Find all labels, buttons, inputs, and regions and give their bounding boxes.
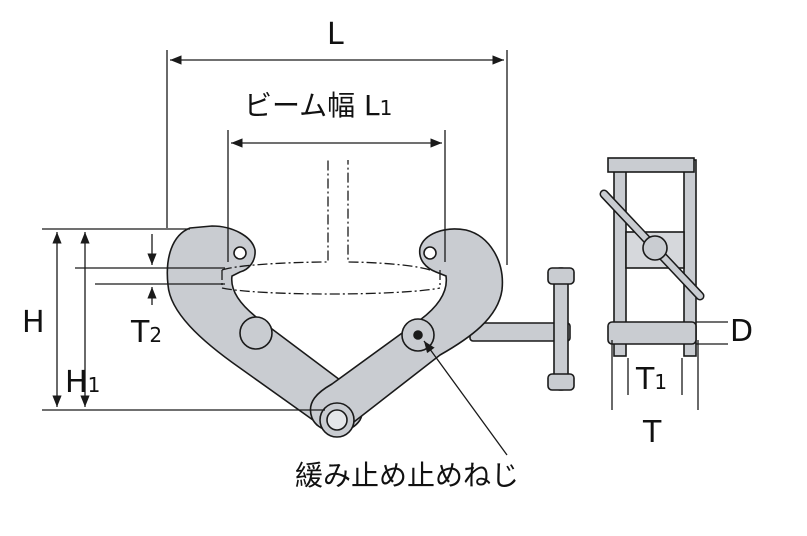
label-T1-sub: 1 xyxy=(654,370,668,394)
side-bottom-pin xyxy=(607,321,697,345)
left-boss xyxy=(239,316,273,350)
label-set-screw: 緩み止め止めねじ xyxy=(295,459,520,492)
beam-outline xyxy=(221,160,441,295)
label-D: D xyxy=(730,314,754,349)
label-H1-main: H xyxy=(65,365,88,400)
label-T2: T2 xyxy=(131,318,162,348)
label-H: H xyxy=(22,305,45,340)
screw-handle-cap-bottom xyxy=(547,373,575,391)
label-beam-width-sub: 1 xyxy=(379,96,393,120)
screw-handle-bar xyxy=(553,267,569,391)
label-T2-sub: 2 xyxy=(149,323,163,347)
front-view xyxy=(166,225,575,438)
pivot-pin-inner xyxy=(326,409,348,431)
set-screw-dot xyxy=(413,330,423,340)
label-T2-main: T xyxy=(131,315,150,350)
label-T1: T1 xyxy=(636,365,667,395)
left-jaw-tip-hole xyxy=(233,246,247,260)
label-H1: H1 xyxy=(65,368,100,398)
label-L: L xyxy=(327,17,344,52)
front-dimensions xyxy=(42,50,508,456)
label-T1-main: T xyxy=(636,362,655,397)
label-beam-width: ビーム幅 L1 xyxy=(244,92,392,120)
side-dimensions xyxy=(611,321,728,410)
label-T: T xyxy=(643,415,662,450)
label-beam-width-main: ビーム幅 L xyxy=(244,89,380,122)
screw-handle-cap-top xyxy=(547,267,575,285)
side-top-pin xyxy=(607,157,695,173)
side-view xyxy=(599,157,705,357)
label-H1-sub: 1 xyxy=(87,373,101,397)
side-screw-hub xyxy=(642,235,668,261)
right-jaw-tip-hole xyxy=(423,246,437,260)
